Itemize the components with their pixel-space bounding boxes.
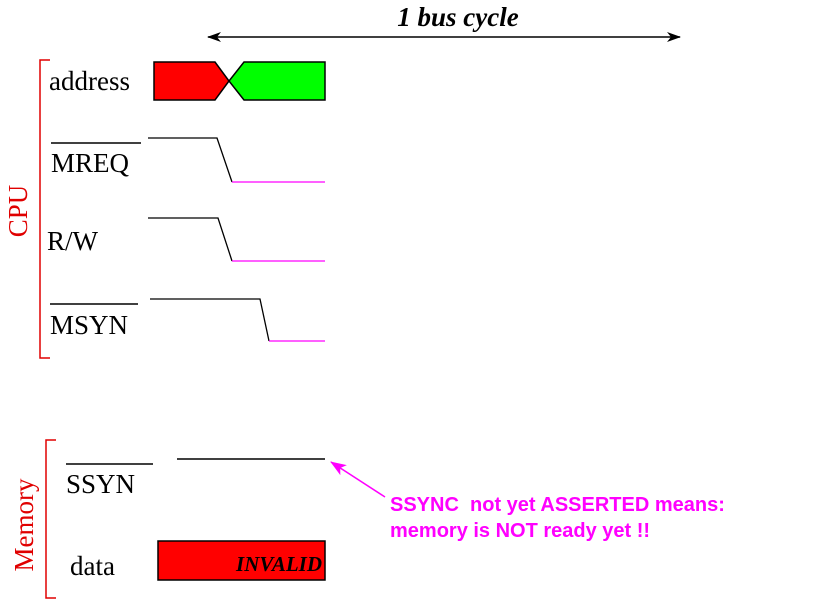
cpu-group-label: CPU — [3, 185, 33, 238]
signal-label-data: data — [70, 551, 115, 581]
msyn-waveform-high — [150, 298, 270, 342]
data-invalid-box — [157, 540, 326, 581]
signal-label-msyn: MSYN — [50, 310, 128, 340]
memory-group-label: Memory — [9, 478, 39, 571]
annotation-arrow — [330, 461, 386, 498]
bus-cycle-title: 1 bus cycle — [397, 2, 518, 32]
annotation-line-1: SSYNC not yet ASSERTED means: — [390, 494, 725, 516]
signal-label-ssyn: SSYN — [66, 469, 135, 499]
cpu-group-bracket — [39, 59, 50, 359]
rw-waveform-high — [148, 217, 233, 262]
data-invalid-label: INVALID — [235, 552, 322, 576]
address-phase-valid — [228, 61, 326, 101]
annotation-line-2: memory is NOT ready yet !! — [390, 520, 650, 542]
signal-label-address: address — [49, 66, 130, 96]
memory-group-bracket — [45, 439, 56, 599]
mreq-waveform-high — [148, 137, 233, 183]
signal-label-mreq: MREQ — [51, 148, 130, 178]
address-phase-old — [153, 61, 230, 101]
signal-label-rw: R/W — [47, 226, 99, 256]
